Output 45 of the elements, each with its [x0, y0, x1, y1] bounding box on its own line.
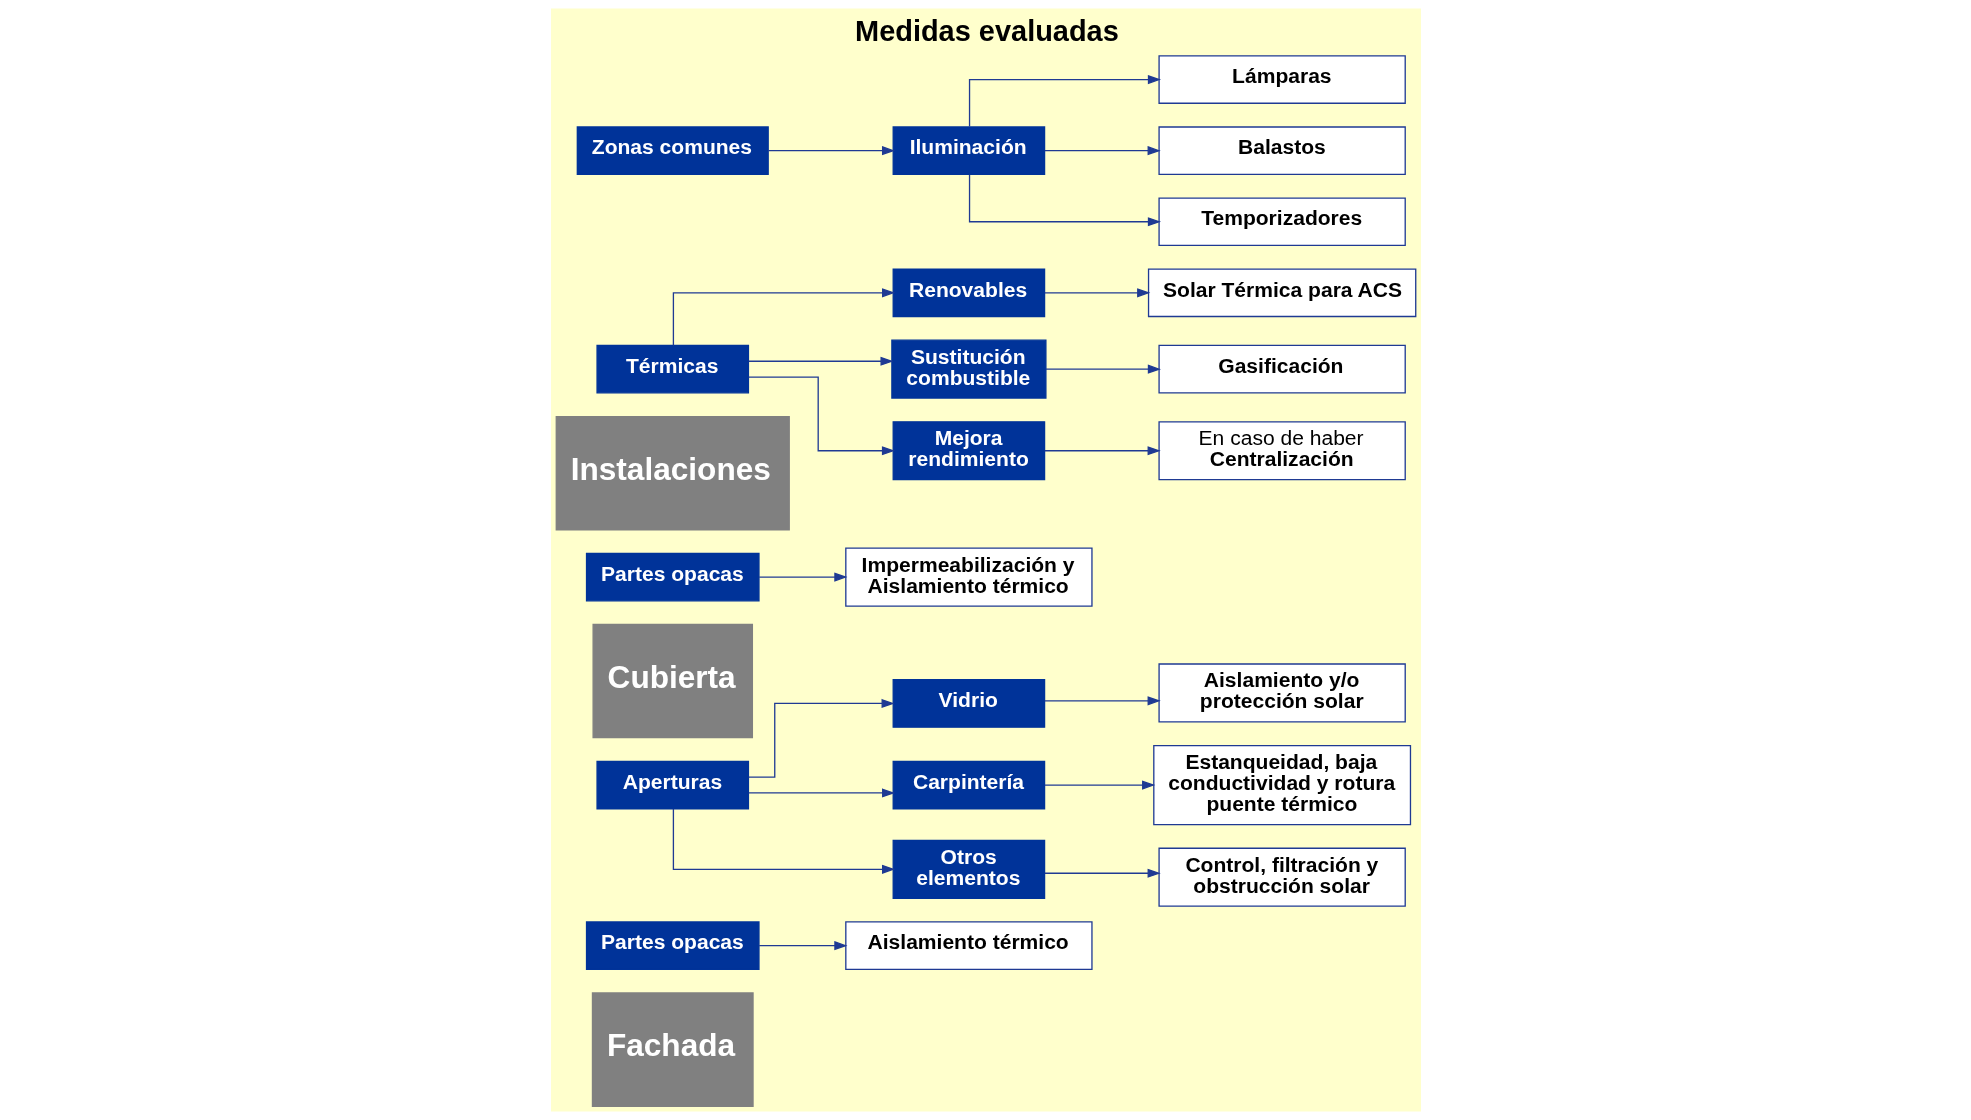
node-box: Fachada: [591, 992, 754, 1107]
node-box: Mejora rendimiento: [892, 421, 1045, 481]
arrow: [1043, 868, 1161, 878]
node-box: Renovables: [892, 268, 1045, 318]
node-box: Gasificación: [1157, 344, 1406, 394]
diagram-title: Medidas evaluadas: [854, 14, 1119, 47]
arrow: [758, 572, 847, 582]
node-box: Temporizadores: [1157, 197, 1406, 247]
node-box: Vidrio: [892, 679, 1045, 728]
arrow: [1043, 696, 1161, 706]
arrow: [767, 146, 895, 156]
node-box: Aislamiento y/o protección solar: [1157, 663, 1406, 723]
arrow: [1044, 364, 1161, 374]
node-box: Partes opacas: [585, 921, 760, 970]
node-box: Balastos: [1157, 126, 1406, 175]
node-box: Carpintería: [892, 760, 1045, 810]
node-box: En caso de haber Centralización: [1157, 421, 1406, 481]
node-box: Solar Térmica para ACS: [1147, 268, 1416, 318]
node-box: Impermeabilización y Aislamiento térmico: [844, 547, 1093, 607]
arrow: [1043, 446, 1161, 456]
node-box: Control, filtración y obstrucción solar: [1157, 847, 1406, 907]
arrow: [672, 808, 895, 874]
arrow: [968, 75, 1161, 128]
arrow: [1043, 780, 1155, 790]
node-box: Sustitución combustible: [890, 339, 1047, 399]
arrow: [747, 698, 895, 778]
node-box: Iluminación: [892, 126, 1045, 175]
node-box: Zonas comunes: [576, 126, 769, 175]
node-box: Estanqueidad, baja conductividad y rotura puente térmico: [1152, 744, 1411, 826]
node-box: Partes opacas: [585, 552, 760, 602]
arrow: [747, 376, 895, 456]
arrow: [968, 174, 1161, 227]
node-box: Térmicas: [595, 344, 749, 394]
arrow: [672, 288, 895, 347]
node-box: Cubierta: [591, 623, 753, 739]
arrow: [758, 941, 847, 951]
node-box: Lámparas: [1157, 55, 1406, 104]
arrow: [747, 356, 894, 366]
node-box: Instalaciones: [555, 415, 790, 531]
arrow: [747, 788, 895, 798]
arrow: [1043, 146, 1161, 156]
node-box: Aislamiento térmico: [844, 921, 1093, 970]
node-box: Otros elementos: [892, 839, 1045, 899]
arrow: [1043, 288, 1150, 298]
node-box: Aperturas: [595, 760, 749, 810]
